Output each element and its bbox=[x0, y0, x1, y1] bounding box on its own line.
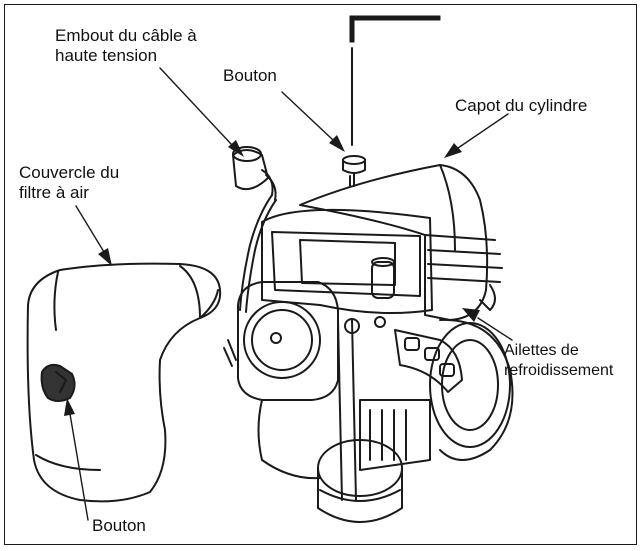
label-cylinder-cover: Capot du cylindre bbox=[455, 96, 588, 115]
top-knob-drawing bbox=[342, 155, 366, 187]
label-cooling-fins: Ailettes de refroidissement bbox=[504, 341, 613, 381]
label-air-filter-cover: Couvercle du filtre à air bbox=[19, 163, 119, 203]
label-cooling-fins-line1: Ailettes de bbox=[504, 342, 579, 359]
engine-body-drawing bbox=[223, 208, 514, 523]
air-filter-cover-drawing bbox=[26, 262, 222, 503]
leader-lines bbox=[64, 67, 513, 521]
label-ht-cable-cap-line1: Embout du câble à bbox=[55, 26, 197, 45]
label-ht-cable-cap: Embout du câble à haute tension bbox=[55, 26, 197, 66]
label-top-knob: Bouton bbox=[223, 66, 277, 85]
cylinder-cover-drawing bbox=[299, 164, 503, 321]
label-bottom-knob: Bouton bbox=[92, 516, 146, 535]
label-cooling-fins-line2: refroidissement bbox=[504, 362, 614, 379]
label-air-filter-cover-line2: filtre à air bbox=[19, 183, 89, 202]
label-ht-cable-cap-line2: haute tension bbox=[55, 46, 158, 65]
hex-key-drawing bbox=[349, 15, 441, 146]
label-air-filter-cover-line1: Couvercle du bbox=[19, 163, 120, 182]
ht-cable-drawing bbox=[232, 146, 277, 313]
diagram-frame bbox=[4, 4, 637, 545]
